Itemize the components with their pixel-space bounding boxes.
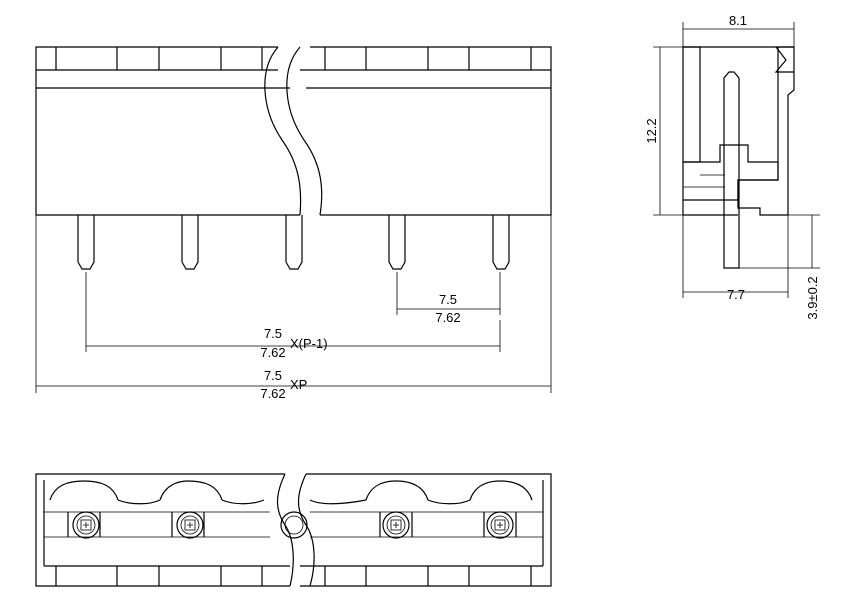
side-housing xyxy=(682,46,795,216)
front-break-line xyxy=(264,46,302,216)
span-label-a: 7.5 xyxy=(264,326,282,341)
side-pin xyxy=(723,71,740,269)
side-pin-length-dimension: 3.9±0.2 xyxy=(739,214,820,320)
side-height-label: 12.2 xyxy=(644,118,659,143)
front-view: 7.5 7.62 7.5 7.62 X(P-1) 7.5 7.62 XP xyxy=(35,46,552,401)
front-pins xyxy=(77,215,510,270)
front-body-left xyxy=(35,46,300,216)
pitch-label-a: 7.5 xyxy=(439,292,457,307)
total-label-a: 7.5 xyxy=(264,368,282,383)
screw-icon xyxy=(72,511,100,539)
screw-icon xyxy=(280,511,308,539)
pitch-dimension: 7.5 7.62 xyxy=(396,272,501,325)
span-label-b: 7.62 xyxy=(260,345,285,360)
top-body-right xyxy=(300,473,552,587)
screw-terminals xyxy=(72,511,514,539)
pitch-label-b: 7.62 xyxy=(435,310,460,325)
side-width-bottom-label: 7.7 xyxy=(727,287,745,302)
front-break-line xyxy=(286,46,323,216)
side-width-top-dimension: 8.1 xyxy=(682,13,795,47)
side-view: 8.1 12.2 7.7 3.9±0.2 xyxy=(644,13,820,320)
side-pin-length-label: 3.9±0.2 xyxy=(805,276,820,319)
side-width-top-label: 8.1 xyxy=(729,13,747,28)
screw-icon xyxy=(486,511,514,539)
top-break-line xyxy=(297,473,315,587)
screw-icon xyxy=(176,511,204,539)
side-width-bottom-dimension: 7.7 xyxy=(682,215,789,302)
span-dimension: 7.5 7.62 X(P-1) xyxy=(85,272,501,360)
span-label-suffix: X(P-1) xyxy=(290,336,328,351)
total-label-b: 7.62 xyxy=(260,386,285,401)
top-break-line xyxy=(276,473,294,587)
total-label-suffix: XP xyxy=(290,377,307,392)
screw-icon xyxy=(382,511,410,539)
front-body-right xyxy=(300,46,552,216)
total-dimension: 7.5 7.62 XP xyxy=(35,215,552,401)
top-view xyxy=(35,473,552,587)
side-height-dimension: 12.2 xyxy=(644,46,683,216)
